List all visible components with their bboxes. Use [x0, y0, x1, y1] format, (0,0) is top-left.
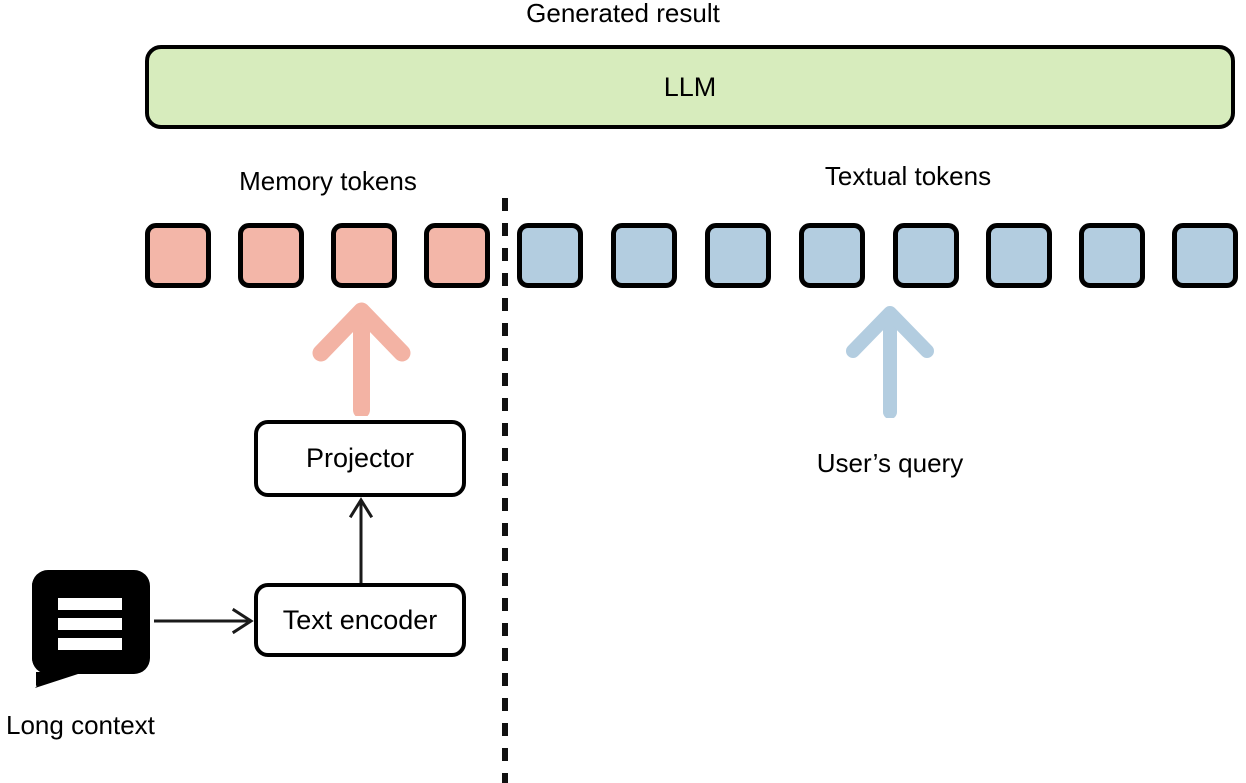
memory-token-1	[145, 223, 211, 288]
projector-block-label: Projector	[305, 443, 415, 473]
query-up-arrow-icon	[846, 306, 934, 418]
text-encoder-block: Text encoder	[254, 583, 466, 657]
chat-bubble-icon	[32, 570, 150, 688]
llm-block-label: LLM	[663, 71, 717, 102]
llm-block: LLM	[145, 45, 1235, 129]
memory-token-3	[331, 223, 397, 288]
memory-token-2	[238, 223, 304, 288]
memory-tokens-label: Memory tokens	[239, 166, 417, 196]
memory-up-arrow-icon	[312, 302, 411, 416]
generated-result-label: Generated result	[526, 0, 720, 28]
dashed-divider	[502, 198, 508, 783]
textual-token-1	[517, 223, 583, 288]
users-query-label: User’s query	[816, 448, 964, 478]
encoder-to-projector-arrow-icon	[348, 497, 374, 584]
long-context-label: Long context	[6, 710, 155, 740]
textual-token-3	[705, 223, 771, 288]
context-to-encoder-arrow-icon	[154, 607, 254, 635]
textual-token-5	[893, 223, 959, 288]
textual-token-4	[799, 223, 865, 288]
textual-tokens-label: Textual tokens	[824, 161, 992, 191]
projector-block: Projector	[254, 420, 466, 497]
text-encoder-block-label: Text encoder	[282, 604, 438, 635]
textual-token-7	[1079, 223, 1145, 288]
textual-token-6	[986, 223, 1052, 288]
textual-token-2	[611, 223, 677, 288]
textual-token-8	[1172, 223, 1238, 288]
memory-token-4	[424, 223, 490, 288]
